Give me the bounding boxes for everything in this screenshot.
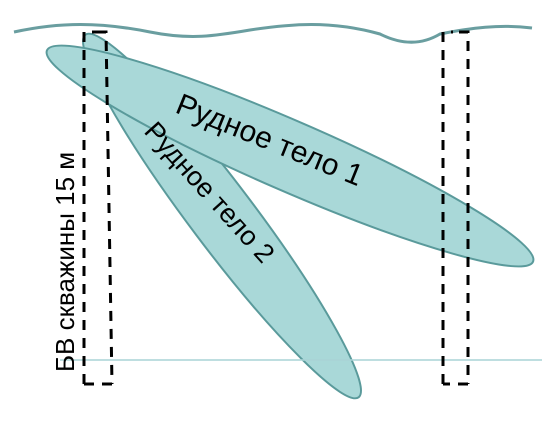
ore-body-1-shape — [45, 44, 535, 268]
borehole-right-contour — [441, 30, 470, 386]
borehole-caption: БВ скважины 15 м — [50, 152, 80, 372]
borehole-left-contour — [82, 30, 114, 386]
